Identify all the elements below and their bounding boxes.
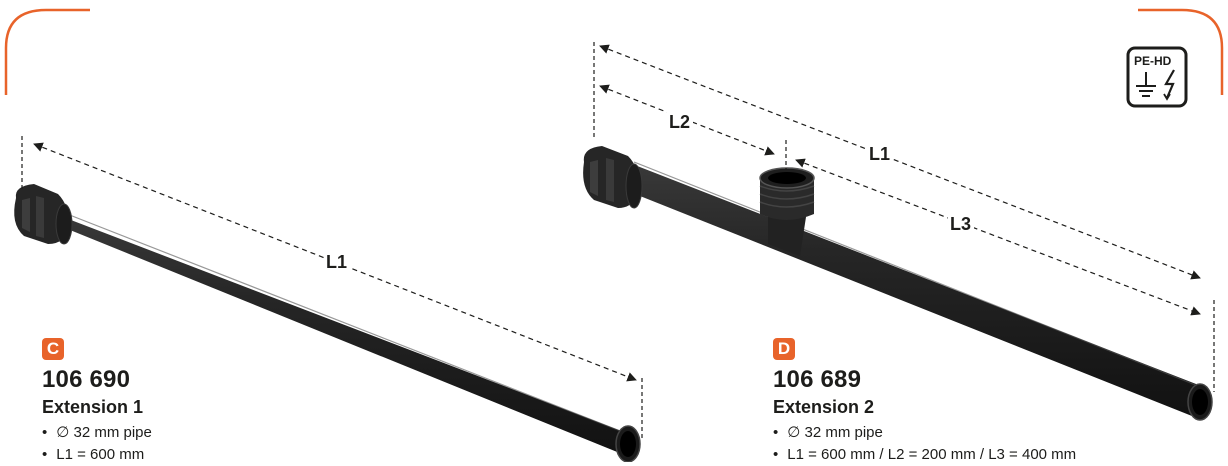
corner-frame-left [4,8,90,95]
product-name: Extension 2 [773,397,875,417]
product-badge: C [42,338,64,360]
pe-hd-badge: PE-HD [1126,46,1188,108]
dim-label-d-l2: L2 [669,112,690,132]
article-number: 106 690 [42,366,131,393]
product-d: D 106 689 Extension 2 ∅ 32 mm pipe L1 = … [773,338,1076,466]
corner-frame-right [1138,8,1224,95]
nut-d [583,146,643,209]
spec-list: ∅ 32 mm pipe L1 = 600 mm [42,422,152,466]
spec-item: L1 = 600 mm [42,444,152,466]
dim-label-d-l1: L1 [869,144,890,164]
dim-label-d-l3: L3 [950,214,971,234]
spec-item: L1 = 600 mm / L2 = 200 mm / L3 = 400 mm [773,444,1076,466]
spec-item: ∅ 32 mm pipe [42,422,152,444]
spec-list: ∅ 32 mm pipe L1 = 600 mm / L2 = 200 mm /… [773,422,1076,466]
dim-label-c-l1: L1 [326,252,347,272]
product-badge: D [773,338,795,360]
product-c: C 106 690 Extension 1 ∅ 32 mm pipe L1 = … [42,338,152,466]
ground-lightning-icon [1136,69,1175,101]
product-name: Extension 1 [42,397,144,417]
pe-hd-label: PE-HD [1134,54,1172,68]
article-number: 106 689 [773,366,862,393]
dimension-c-l1 [21,136,643,438]
nut-c [14,184,73,245]
spec-item: ∅ 32 mm pipe [773,422,1076,444]
